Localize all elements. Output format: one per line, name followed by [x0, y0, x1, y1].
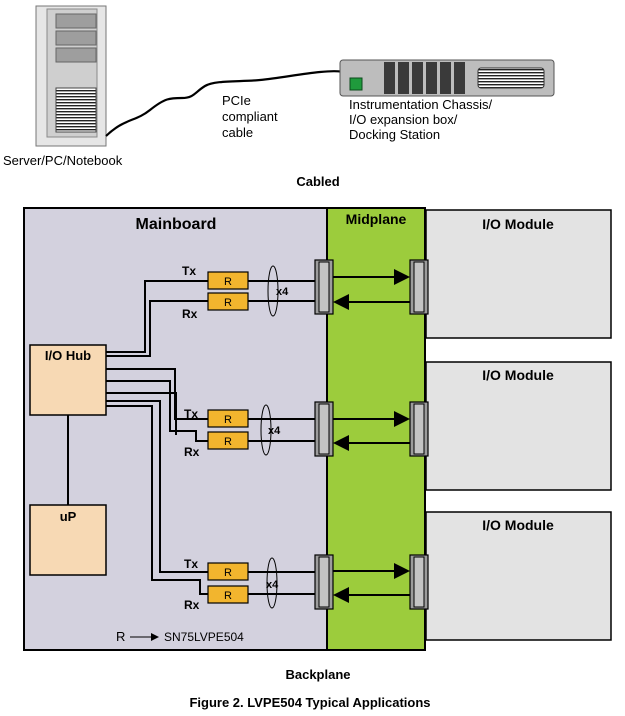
io-hub-label: I/O Hub — [45, 348, 91, 363]
chassis-label-line-2: I/O expansion box/ — [349, 112, 458, 127]
repeater-label-2b: R — [224, 436, 232, 448]
mainboard-title: Mainboard — [136, 216, 217, 233]
repeater-legend: R SN75LVPE504 — [116, 629, 244, 644]
pcie-cable — [105, 70, 347, 137]
connectors-row-2 — [314, 401, 429, 457]
backplane-section-title: Backplane — [285, 667, 350, 682]
up-label: uP — [60, 509, 77, 524]
cabled-section-title: Cabled — [296, 174, 339, 189]
chassis-label-line-3: Docking Station — [349, 127, 440, 142]
repeater-group-1 — [207, 265, 315, 317]
rx-label-2: Rx — [184, 445, 200, 459]
io-module-2-title: I/O Module — [482, 367, 554, 383]
rx-label-1: Rx — [182, 307, 198, 321]
cable-label-line-2: compliant — [222, 109, 278, 124]
io-module-1-title: I/O Module — [482, 216, 554, 232]
tx-label-3: Tx — [184, 557, 198, 571]
server-label: Server/PC/Notebook — [3, 153, 123, 168]
io-module-3 — [425, 511, 612, 641]
hub-traces — [106, 280, 208, 595]
legend-part: SN75LVPE504 — [164, 630, 244, 644]
tx-label-2: Tx — [184, 407, 198, 421]
lane-label-1: x4 — [276, 286, 289, 298]
midplane-arrows — [333, 269, 410, 603]
repeater-label-2a: R — [224, 414, 232, 426]
repeater-group-3 — [207, 557, 315, 609]
lane-label-2: x4 — [268, 425, 281, 437]
repeater-group-2 — [207, 404, 315, 456]
cable-label-line-3: cable — [222, 125, 253, 140]
repeater-label-3a: R — [224, 567, 232, 579]
connectors-row-3 — [314, 554, 429, 610]
repeater-label-1b: R — [224, 297, 232, 309]
expansion-chassis — [339, 59, 555, 97]
connectors-row-1 — [314, 259, 429, 315]
midplane-title: Midplane — [346, 211, 407, 227]
cable-label-line-1: PCIe — [222, 93, 251, 108]
lane-label-3: x4 — [266, 579, 279, 591]
io-module-3-title: I/O Module — [482, 517, 554, 533]
chassis-label-line-1: Instrumentation Chassis/ — [349, 97, 492, 112]
server-tower — [35, 5, 107, 147]
figure-caption: Figure 2. LVPE504 Typical Applications — [189, 695, 430, 710]
legend-r: R — [116, 629, 125, 644]
rx-label-3: Rx — [184, 598, 200, 612]
repeater-label-1a: R — [224, 276, 232, 288]
repeater-label-3b: R — [224, 590, 232, 602]
tx-label-1: Tx — [182, 264, 196, 278]
up-processor — [29, 504, 107, 576]
